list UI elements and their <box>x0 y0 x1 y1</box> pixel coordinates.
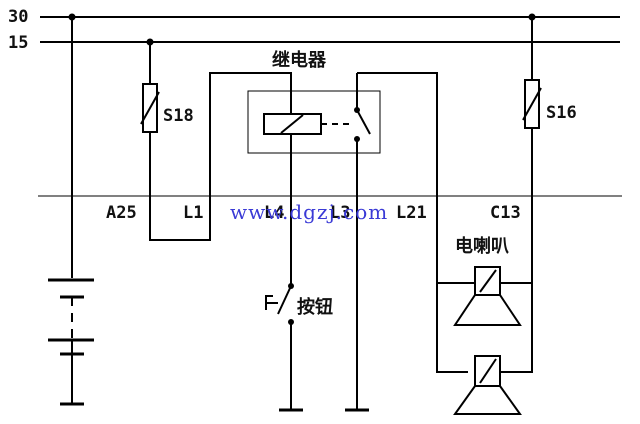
horn-upper-icon <box>437 266 532 326</box>
connector-l4: L4 <box>264 203 284 223</box>
fuse-s18-strike <box>140 91 160 125</box>
watermark-text: www.dgzj.com <box>230 200 388 224</box>
relay-contact-arm <box>356 109 371 135</box>
bus-30-label: 30 <box>8 7 28 27</box>
connector-l21: L21 <box>396 203 427 223</box>
connector-l3: L3 <box>330 203 350 223</box>
connector-a25: A25 <box>106 203 137 223</box>
s16-lower-wire <box>500 128 533 373</box>
connector-l1: L1 <box>183 203 203 223</box>
bus-15-label: 15 <box>8 33 28 53</box>
relay-housing <box>247 90 381 154</box>
fuse-s16-label: S16 <box>546 103 577 123</box>
battery-symbol <box>48 278 94 406</box>
fuse-s18-label: S18 <box>163 106 194 126</box>
button-label: 按钮 <box>297 296 333 318</box>
horn-lower-icon <box>453 355 522 415</box>
relay-coil-feed-wire <box>149 72 292 241</box>
button-arm <box>277 285 292 315</box>
relay-coil-mark <box>280 114 304 134</box>
horn-feed-wire <box>357 72 468 373</box>
connector-c13: C13 <box>490 203 521 223</box>
button-press-icon <box>265 295 273 310</box>
fuse-s16-strike <box>522 87 542 121</box>
relay-label: 继电器 <box>272 49 327 71</box>
horn-label: 电喇叭 <box>455 235 509 257</box>
